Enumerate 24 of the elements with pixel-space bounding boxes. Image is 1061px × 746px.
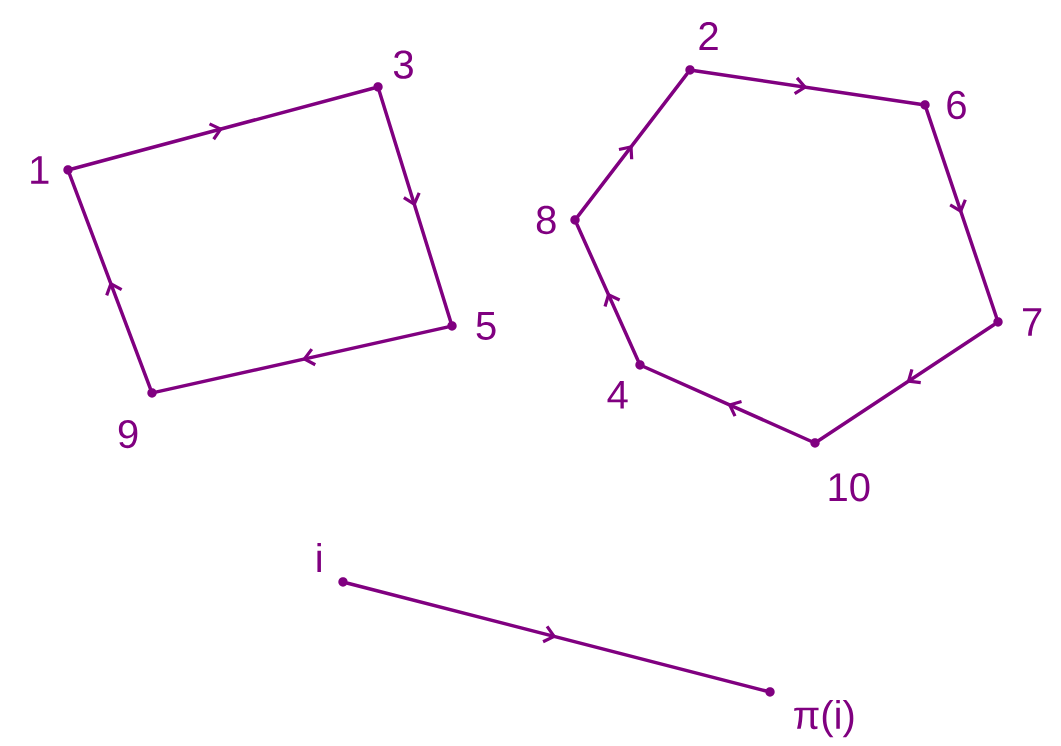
node-label: 7	[1023, 308, 1042, 336]
labeled-point: 2	[685, 22, 718, 75]
labeled-point: 7	[993, 308, 1042, 336]
node-label: 8	[536, 205, 556, 235]
labeled-point: 4	[607, 360, 645, 409]
labeled-point: i	[317, 542, 348, 587]
labeled-point: 5	[447, 312, 496, 340]
node-label: 3	[393, 50, 413, 79]
labeled-point: 6	[920, 90, 966, 120]
node-label: 10	[829, 473, 870, 502]
labeled-point: 3	[373, 50, 413, 92]
node-label: 2	[699, 21, 718, 50]
labeled-point: 9	[118, 388, 157, 449]
node-label: 1	[31, 156, 49, 184]
labeled-point: 10	[810, 438, 870, 502]
labeled-point: 8	[536, 205, 580, 235]
node-label: i	[317, 542, 321, 572]
node-label: 5	[476, 312, 496, 340]
labeled-point: π(i)	[765, 687, 854, 738]
node-label: 6	[947, 90, 966, 120]
labeled-point: 1	[31, 156, 73, 184]
node-label: 4	[607, 380, 628, 409]
node-label: π(i)	[794, 699, 854, 738]
node-label: 9	[118, 419, 138, 449]
